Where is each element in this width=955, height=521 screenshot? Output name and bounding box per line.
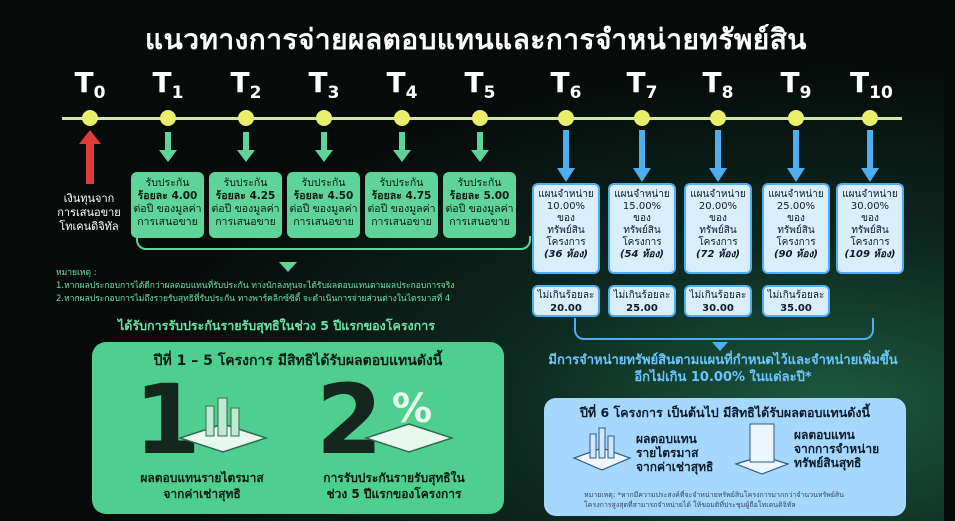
blue-triangle-icon [712, 342, 728, 351]
sale-plan-text: มีการจำหน่ายทรัพย์สินตามแผนที่กำหนดไว้แล… [548, 353, 898, 385]
timeline-dot [788, 110, 804, 126]
timeline-label: T3 [308, 66, 340, 103]
panel-heading: ปีที่ 6 โครงการ เป็นต้นไป มีสิทธิได้รับผ… [579, 405, 871, 420]
timeline-dot [862, 110, 878, 126]
timeline-label: T1 [152, 66, 184, 103]
red-arrow-up-icon [79, 130, 101, 184]
caption-quarterly-return: ผลตอบแทนรายไตรมาส จากค่าเช่าสุทธิ [140, 471, 264, 501]
timeline-dot [316, 110, 332, 126]
percent-icon: % [392, 386, 433, 432]
green-arrow-down-icon [237, 132, 255, 162]
caption-asset-sale: ผลตอบแทน จากการจำหน่าย ทรัพย์สินสุทธิ [794, 428, 880, 470]
years-1-5-panel: ปีที่ 1 – 5 โครงการ มีสิทธิได้รับผลตอบแท… [92, 342, 504, 514]
infographic: แนวทางการจ่ายผลตอบแทนและการจำหน่ายทรัพย์… [8, 0, 944, 521]
number-two: 2 [316, 364, 383, 476]
green-arrow-down-icon [159, 132, 177, 162]
blue-arrow-down-icon [709, 130, 727, 182]
timeline-label: T5 [464, 66, 496, 103]
blue-arrow-down-icon [787, 130, 805, 182]
blue-arrow-down-icon [861, 130, 879, 182]
timeline-label: T0 [74, 66, 106, 103]
green-arrow-down-icon [315, 132, 333, 162]
green-arrow-down-icon [471, 132, 489, 162]
blue-bracket [574, 318, 874, 340]
timeline-dot [160, 110, 176, 126]
timeline-label: T9 [780, 66, 812, 103]
building-block-icon [734, 423, 790, 475]
timeline-label: T6 [550, 66, 582, 103]
blue-arrow-down-icon [633, 130, 651, 182]
timeline-label: T8 [702, 66, 734, 103]
timeline-dot [558, 110, 574, 126]
caption-quarterly-rent: ผลตอบแทน รายไตรมาส จากค่าเช่าสุทธิ [636, 432, 714, 474]
number-one: 1 [134, 364, 201, 476]
timeline-dot [394, 110, 410, 126]
timeline-dot [472, 110, 488, 126]
panel-heading: ปีที่ 1 – 5 โครงการ มีสิทธิได้รับผลตอบแท… [153, 353, 443, 369]
timeline-dot [634, 110, 650, 126]
green-triangle-icon [279, 262, 297, 272]
buildings-platform-icon [572, 427, 632, 471]
green-arrow-down-icon [393, 132, 411, 162]
page-title: แนวทางการจ่ายผลตอบแทนและการจำหน่ายทรัพย์… [145, 23, 807, 56]
fund-source-label: เงินทุนจาก การเสนอขาย โทเคนดิจิทัล [57, 192, 121, 233]
blue-arrow-down-icon [557, 130, 575, 182]
year-6-panel: ปีที่ 6 โครงการ เป็นต้นไป มีสิทธิได้รับผ… [544, 398, 906, 516]
timeline-dot [238, 110, 254, 126]
timeline-label: T10 [850, 66, 893, 103]
timeline-label: T2 [230, 66, 262, 103]
timeline-label: T4 [386, 66, 418, 103]
caption-income-guarantee: การรับประกันรายรับสุทธิใน ช่วง 5 ปีแรกขอ… [323, 471, 465, 501]
percent-platform-icon [364, 423, 454, 453]
green-bracket [136, 236, 531, 250]
timeline-dot [82, 110, 98, 126]
notes: หมายเหตุ : 1.หากผลประกอบการได้ดีกว่าผลตอ… [56, 268, 455, 304]
buildings-platform-icon [178, 397, 268, 453]
timeline-label: T7 [626, 66, 658, 103]
guarantee-text: ได้รับการรับประกันรายรับสุทธิในช่วง 5 ปี… [118, 318, 435, 333]
panel-note: หมายเหตุ: *หากมีความประสงค์ที่จะจำหน่ายท… [584, 491, 844, 509]
timeline-dot [710, 110, 726, 126]
